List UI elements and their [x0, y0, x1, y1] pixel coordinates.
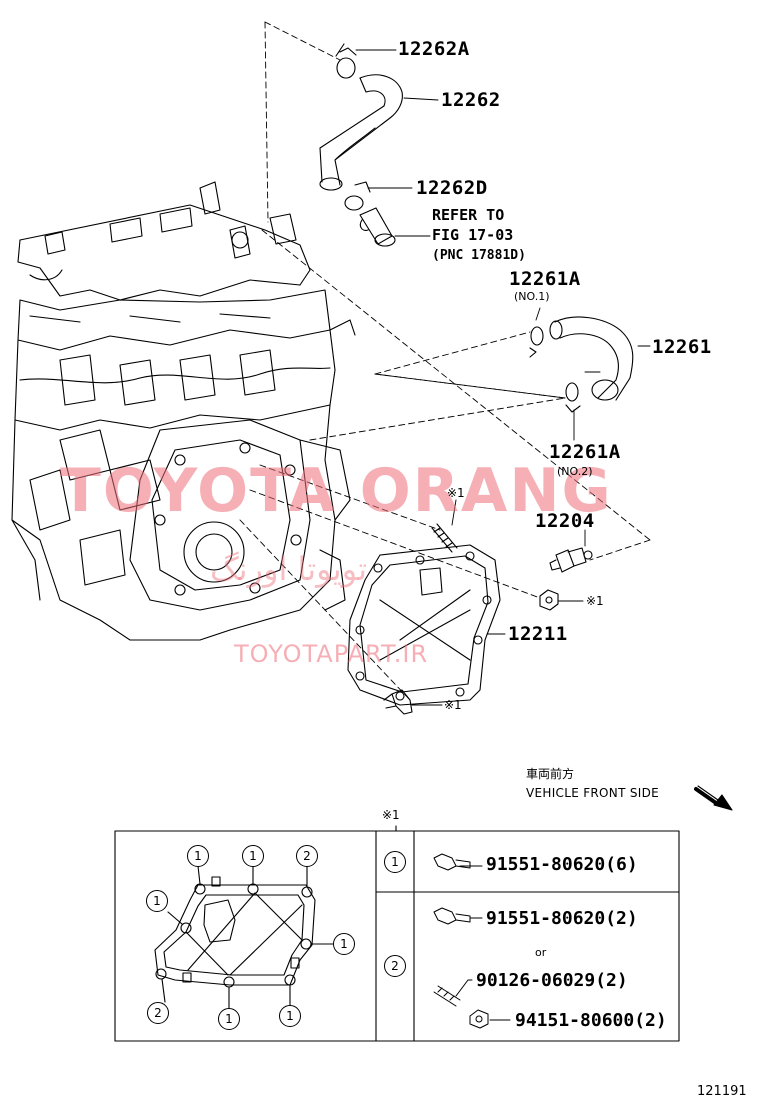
row2-or: or	[535, 946, 547, 959]
label-12261a-top[interactable]: 12261A	[509, 268, 581, 290]
row2-number: 2	[384, 955, 406, 977]
row1-number: 1	[384, 851, 406, 873]
hose-12261-drawing	[529, 316, 634, 413]
nut-drawing	[539, 589, 559, 611]
inset-callout: 1	[218, 1008, 240, 1030]
inset-callout: 1	[242, 845, 264, 867]
sensor-12204-drawing	[549, 547, 593, 573]
dashed-leaders	[239, 21, 651, 701]
front-side-japanese: 車両前方	[526, 767, 575, 781]
inset-callout: 1	[333, 933, 355, 955]
label-leaders	[355, 49, 651, 706]
refer-line-2[interactable]: FIG 17-03	[432, 226, 514, 244]
refer-line-3: (PNC 17881D)	[432, 248, 526, 263]
inset-callout: 1	[187, 845, 209, 867]
inset-table-frame	[114, 825, 680, 1042]
label-12261a-bottom[interactable]: 12261A	[549, 441, 621, 463]
refer-line-1: REFER TO	[432, 206, 505, 224]
label-12204[interactable]: 12204	[535, 510, 595, 532]
row2-part-b[interactable]: 90126-06029(2)	[476, 970, 628, 991]
mark-stud: ※1	[447, 486, 465, 500]
row2-part-c[interactable]: 94151-80600(2)	[515, 1010, 667, 1031]
hose-12262-drawing	[319, 43, 403, 247]
row2-part-a[interactable]: 91551-80620(2)	[486, 908, 638, 929]
inset-plate-drawing	[154, 865, 334, 1011]
label-no1: (NO.1)	[514, 290, 550, 303]
label-12262d[interactable]: 12262D	[416, 177, 488, 199]
figure-id: 121191	[697, 1084, 747, 1099]
inset-callout: 1	[279, 1005, 301, 1027]
label-12262a[interactable]: 12262A	[398, 38, 470, 60]
front-side-english: VEHICLE FRONT SIDE	[526, 786, 659, 800]
front-arrow	[694, 785, 733, 811]
label-no2: (NO.2)	[557, 465, 593, 478]
bolt-bottom-drawing	[383, 689, 413, 715]
watermark-persian: تویوتا اورنگ	[210, 550, 368, 588]
stud-bolt-drawing	[431, 523, 458, 553]
row1-part[interactable]: 91551-80620(6)	[486, 854, 638, 875]
table-mark: ※1	[382, 808, 400, 822]
table-bolt-icons	[433, 853, 511, 1029]
engine-block-drawing	[11, 181, 356, 641]
mark-bolt: ※1	[444, 698, 462, 712]
plate-12211-drawing	[347, 544, 501, 706]
inset-callout: 1	[146, 890, 168, 912]
label-12261[interactable]: 12261	[652, 336, 712, 358]
watermark-main: TOYOTA ORANG	[60, 456, 613, 526]
mark-nut: ※1	[586, 594, 604, 608]
inset-callout: 2	[147, 1002, 169, 1024]
label-12262[interactable]: 12262	[441, 89, 501, 111]
inset-callout: 2	[296, 845, 318, 867]
watermark-site: TOYOTAPART.IR	[234, 640, 429, 668]
label-12211[interactable]: 12211	[508, 623, 568, 645]
